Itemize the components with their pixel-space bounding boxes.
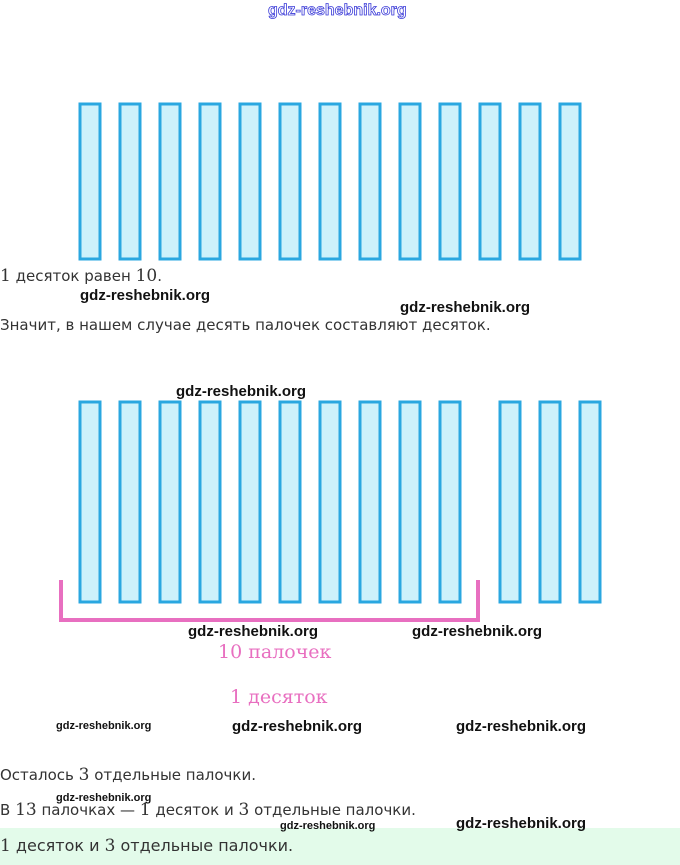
watermark: gdz-reshebnik.org: [456, 815, 587, 832]
text-fragment: палочках —: [36, 801, 140, 819]
watermark: gdz-reshebnik.org: [280, 820, 376, 832]
stick: [78, 102, 102, 261]
number-three: 3: [104, 836, 116, 856]
number-one: 1: [139, 800, 151, 820]
text-line-thirteen: В 13 палочках — 1 десяток и 3 отдельные …: [0, 800, 416, 820]
stick: [318, 102, 342, 261]
group-bracket: [59, 580, 480, 622]
stick: [578, 400, 602, 604]
text-fragment: В: [0, 801, 16, 819]
stick: [78, 400, 102, 604]
watermark: gdz-reshebnik.org: [56, 792, 152, 804]
stick: [278, 400, 302, 604]
sticks-figure-1: [78, 102, 582, 261]
watermark: gdz-reshebnik.org: [56, 720, 152, 732]
stick: [238, 102, 262, 261]
stick: [118, 102, 142, 261]
number-thirteen: 13: [15, 800, 37, 820]
text-fragment: Осталось: [0, 766, 79, 784]
text-fragment: отдельные палочки.: [249, 801, 416, 819]
text-fragment: десяток равен: [10, 267, 136, 285]
stick: [438, 102, 462, 261]
stick: [558, 102, 582, 261]
text-fragment: отдельные палочки.: [89, 766, 256, 784]
watermark-top: gdz-reshebnik.org: [268, 2, 407, 20]
stick: [498, 400, 522, 604]
text-fragment: отдельные палочки.: [115, 836, 294, 855]
watermark: gdz-reshebnik.org: [232, 718, 363, 735]
watermark: gdz-reshebnik.org: [412, 623, 543, 640]
stick: [198, 102, 222, 261]
number-three: 3: [238, 800, 250, 820]
watermark: gdz-reshebnik.org: [80, 287, 211, 304]
stick: [358, 102, 382, 261]
text-fragment: .: [157, 267, 162, 285]
stick: [438, 400, 462, 604]
stick: [318, 400, 342, 604]
stick: [118, 400, 142, 604]
stick: [478, 102, 502, 261]
sticks-figure-2: [59, 400, 602, 622]
stick: [518, 102, 542, 261]
stick: [358, 400, 382, 604]
stick: [538, 400, 562, 604]
text-line-ten-sticks: Значит, в нашем случае десять палочек со…: [0, 316, 491, 334]
label-one-ten: 1 десяток: [230, 686, 328, 708]
stick: [158, 400, 182, 604]
number-three: 3: [78, 765, 90, 785]
watermark: gdz-reshebnik.org: [400, 299, 531, 316]
stick: [198, 400, 222, 604]
watermark: gdz-reshebnik.org: [176, 383, 307, 400]
text-fragment: десяток и: [150, 801, 239, 819]
text-line-remaining: Осталось 3 отдельные палочки.: [0, 765, 256, 785]
text-line-ten-equals: 1 десяток равен 10.: [0, 266, 162, 286]
stick: [398, 102, 422, 261]
number-ten: 10: [135, 266, 158, 286]
stick: [398, 400, 422, 604]
watermark: gdz-reshebnik.org: [456, 718, 587, 735]
stick: [238, 400, 262, 604]
stick: [278, 102, 302, 261]
number-one: 1: [0, 836, 11, 856]
number-one: 1: [0, 266, 11, 286]
answer-box: [0, 828, 680, 865]
answer-text: 1 десяток и 3 отдельные палочки.: [0, 836, 293, 856]
label-ten-sticks: 10 палочек: [218, 641, 332, 663]
watermark: gdz-reshebnik.org: [188, 623, 319, 640]
stick: [158, 102, 182, 261]
text-fragment: десяток и: [10, 836, 105, 855]
